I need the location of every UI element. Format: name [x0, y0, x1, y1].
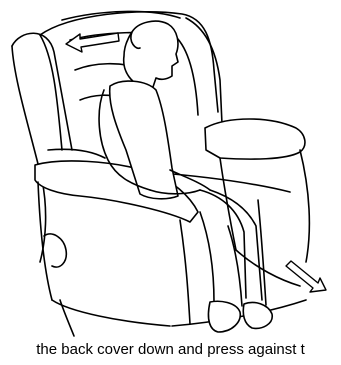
instruction-caption: the back cover down and press against t [0, 338, 341, 362]
foot-push-arrow [286, 261, 326, 292]
